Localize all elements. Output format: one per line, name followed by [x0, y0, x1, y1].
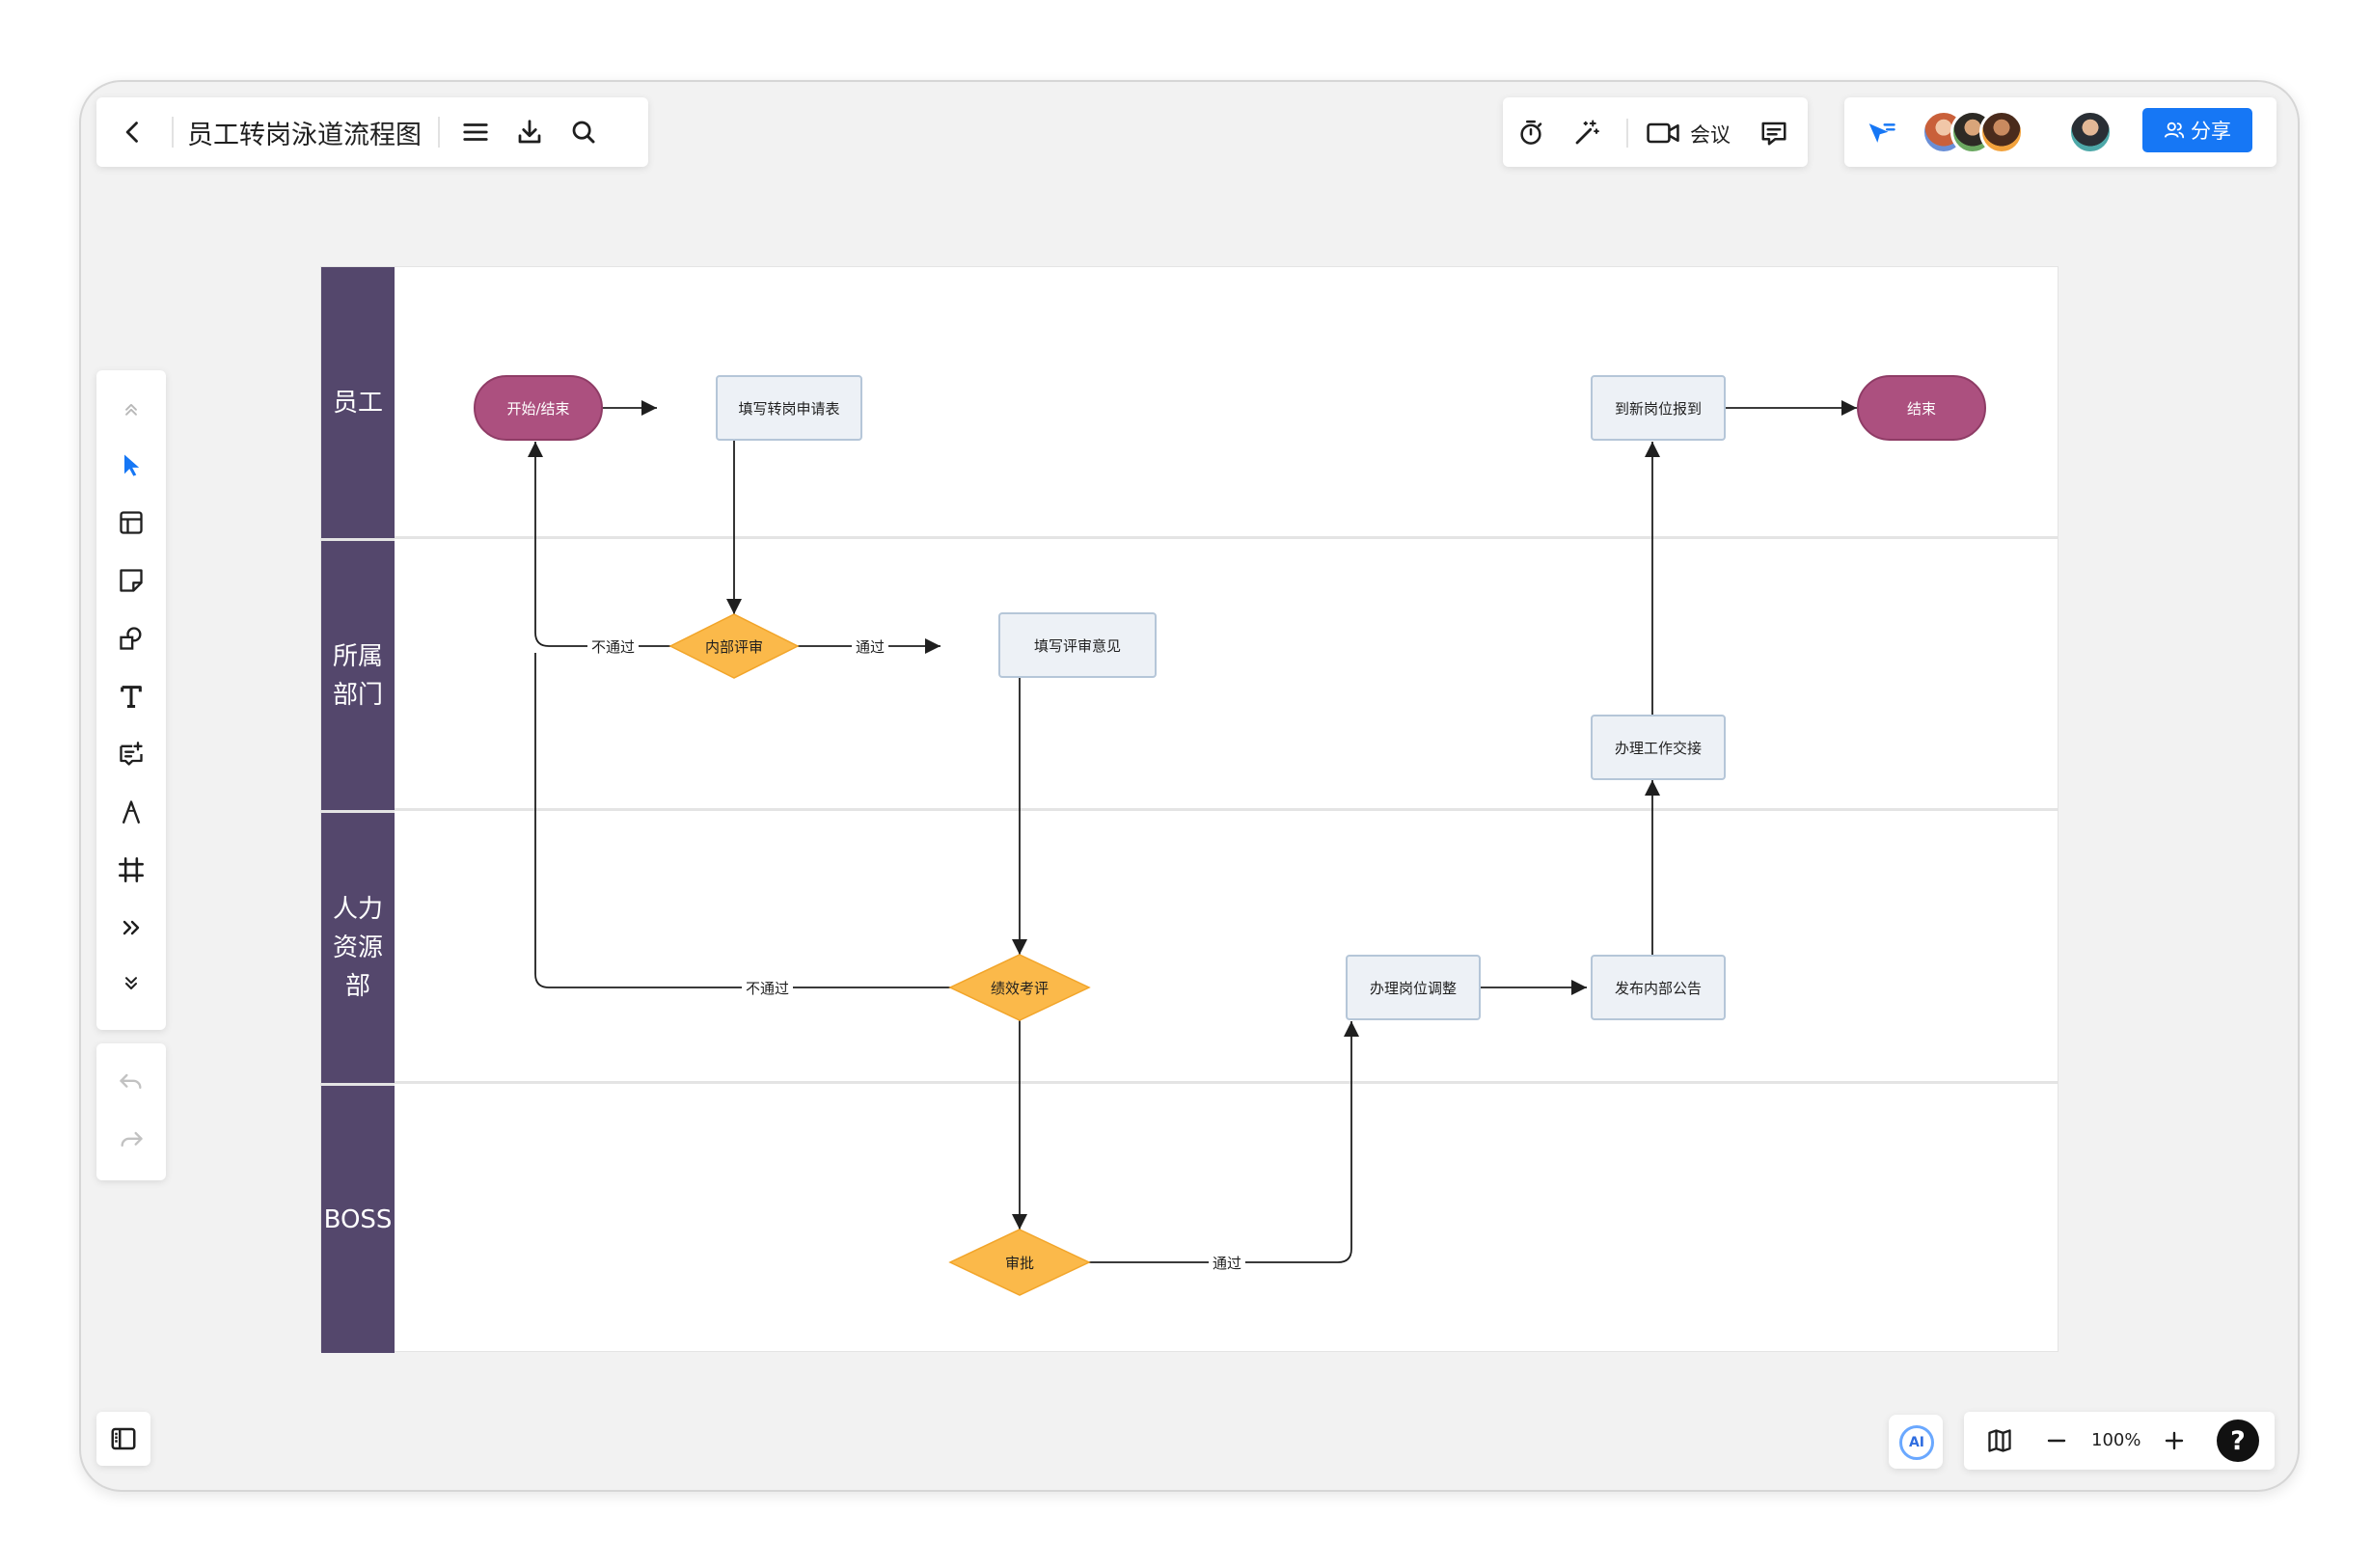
- sidebar-toggle-icon[interactable]: [109, 1424, 138, 1453]
- lane-header-department[interactable]: 所属 部门: [321, 538, 395, 810]
- select-pointer-icon[interactable]: [118, 451, 145, 478]
- node-report-new-post[interactable]: 到新岗位报到: [1591, 375, 1726, 441]
- lane-label: 人力 资源 部: [332, 895, 383, 1001]
- ai-assistant-button[interactable]: AI: [1889, 1415, 1943, 1469]
- text-icon[interactable]: [118, 683, 145, 710]
- avatar[interactable]: [1979, 110, 2024, 154]
- lane-divider: [395, 536, 2058, 539]
- text-note-icon[interactable]: [118, 741, 145, 768]
- pen-icon[interactable]: [118, 798, 145, 825]
- collaborators-bar: 分享: [1844, 97, 2277, 167]
- decision-internal-review: [668, 613, 800, 679]
- document-title[interactable]: 员工转岗泳道流程图: [187, 121, 422, 150]
- redo-icon[interactable]: [118, 1126, 145, 1153]
- left-toolbar: [96, 370, 166, 1030]
- search-icon[interactable]: [569, 118, 598, 147]
- history-toolbar: [96, 1043, 166, 1180]
- edge-label-pass: 通过: [1209, 1253, 1246, 1273]
- sticky-note-icon[interactable]: [118, 567, 145, 594]
- node-start[interactable]: 开始/结束: [474, 375, 603, 441]
- zoom-in-icon[interactable]: [2163, 1429, 2186, 1452]
- divider: [1626, 119, 1628, 148]
- comment-icon[interactable]: [1759, 119, 1788, 148]
- edge-review-reject: [527, 442, 670, 647]
- minimap-icon[interactable]: [1985, 1427, 2014, 1454]
- template-icon[interactable]: [118, 509, 145, 536]
- divider: [438, 117, 440, 148]
- share-button-label: 分享: [2191, 120, 2231, 143]
- lane-header-hr[interactable]: 人力 资源 部: [321, 810, 395, 1083]
- connectors: [479, 399, 1857, 1296]
- edge-label-reject: 不通过: [587, 636, 640, 657]
- timer-icon[interactable]: [1516, 119, 1545, 148]
- edge-label-pass: 通过: [852, 636, 889, 657]
- edge-label-reject: 不通过: [742, 978, 794, 998]
- edge-approval-pass: [1085, 1021, 1360, 1263]
- frame-icon[interactable]: [118, 856, 145, 883]
- help-button[interactable]: ?: [2217, 1419, 2259, 1462]
- avatar[interactable]: [2068, 110, 2113, 154]
- more-icon[interactable]: [120, 916, 143, 939]
- download-icon[interactable]: [515, 118, 544, 147]
- node-handover[interactable]: 办理工作交接: [1591, 715, 1726, 780]
- edge-perf-reject: [534, 653, 954, 988]
- back-icon[interactable]: [120, 119, 147, 146]
- ai-icon: AI: [1899, 1425, 1934, 1460]
- lane-divider: [395, 808, 2058, 811]
- node-internal-review-label[interactable]: 内部评审: [704, 637, 763, 656]
- shapes-icon[interactable]: [118, 625, 145, 652]
- diagram-canvas[interactable]: 员工 所属 部门 人力 资源 部 BOSS: [320, 266, 2058, 1353]
- collab-tools-bar: 会议: [1503, 97, 1808, 167]
- lane-header-employee[interactable]: 员工: [321, 267, 395, 538]
- share-button[interactable]: 分享: [2142, 108, 2252, 152]
- title-bar: 员工转岗泳道流程图: [96, 97, 648, 167]
- node-boss-approval-label[interactable]: 审批: [1004, 1254, 1034, 1272]
- node-adjust-position[interactable]: 办理岗位调整: [1346, 955, 1481, 1020]
- decision-performance: [948, 954, 1091, 1021]
- node-performance-review-label[interactable]: 绩效考评: [990, 979, 1049, 997]
- app-window: 员工转岗泳道流程图 会议: [79, 80, 2300, 1492]
- expand-down-icon[interactable]: [122, 974, 141, 993]
- undo-icon[interactable]: [118, 1068, 145, 1095]
- lane-divider: [395, 1081, 2058, 1084]
- decision-boss-approval: [948, 1229, 1091, 1296]
- sidebar-toggle-panel: [96, 1412, 150, 1466]
- meeting-button-label[interactable]: 会议: [1690, 123, 1731, 147]
- video-icon[interactable]: [1646, 119, 1680, 148]
- node-publish-notice[interactable]: 发布内部公告: [1591, 955, 1726, 1020]
- lane-label: 所属 部门: [332, 641, 383, 710]
- magic-wand-icon[interactable]: [1572, 119, 1601, 148]
- divider: [172, 117, 174, 148]
- follow-cursor-icon[interactable]: [1866, 119, 1896, 148]
- menu-icon[interactable]: [461, 118, 490, 147]
- node-end[interactable]: 结束: [1857, 375, 1986, 441]
- zoom-out-icon[interactable]: [2045, 1429, 2068, 1452]
- zoom-bar: 100% ?: [1964, 1412, 2275, 1470]
- collapse-up-icon[interactable]: [122, 399, 141, 419]
- node-fill-application[interactable]: 填写转岗申请表: [716, 375, 862, 441]
- share-users-icon: [2164, 120, 2185, 141]
- node-fill-review-opinion[interactable]: 填写评审意见: [998, 612, 1157, 678]
- zoom-level[interactable]: 100%: [2091, 1430, 2141, 1450]
- lane-header-boss[interactable]: BOSS: [321, 1083, 395, 1353]
